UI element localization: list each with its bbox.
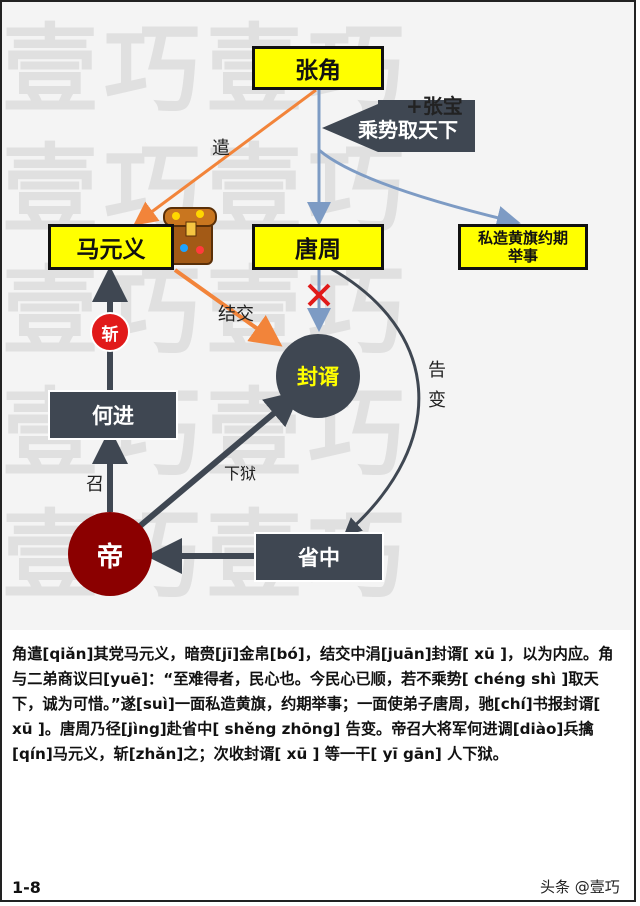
source-credit: 头条 @壹巧 bbox=[540, 878, 620, 896]
node-zhan: 斩 bbox=[90, 312, 130, 352]
edge-label-qian: 遣 bbox=[212, 138, 230, 159]
edge-label-jiejiao: 结交 bbox=[218, 304, 254, 325]
node-fengxu: 封谞 bbox=[276, 334, 360, 418]
banner-text: 乘势取天下 bbox=[358, 118, 458, 142]
node-hejin: 何进 bbox=[48, 390, 178, 440]
node-emperor: 帝 bbox=[68, 512, 152, 596]
treasure-chest-icon bbox=[163, 207, 217, 265]
cross-icon bbox=[307, 283, 331, 307]
node-private-flag: 私造黄旗约期举事 bbox=[458, 224, 588, 270]
arrow-zhangjiao-to-flag bbox=[318, 148, 521, 230]
node-shengzhong: 省中 bbox=[254, 532, 384, 582]
arrow-tangzhou-to-shengzhong bbox=[329, 266, 421, 537]
arrows-layer bbox=[92, 88, 521, 574]
arrow-emperor-to-fengxu bbox=[138, 390, 302, 529]
edge-label-zhao: 召 bbox=[86, 474, 104, 495]
body-text: 角遣[qiǎn]其党马元义，暗赍[jī]金帛[bó]，结交中涓[juān]封谞[… bbox=[12, 645, 614, 763]
edge-label-gaobian: 告变 bbox=[428, 360, 446, 411]
banner-arrow-shape bbox=[322, 100, 475, 152]
node-tangzhou: 唐周 bbox=[252, 224, 384, 270]
node-mayuanyi: 马元义 bbox=[48, 224, 174, 270]
page-number: 1-8 bbox=[12, 878, 41, 897]
banner-plus-label: +张宝 bbox=[406, 94, 463, 118]
arrow-zhangjiao-to-mayuanyi bbox=[133, 88, 317, 226]
arrow-mayuanyi-to-fengxu bbox=[173, 268, 283, 347]
edge-label-xiayu: 下狱 bbox=[224, 464, 257, 483]
node-zhangjiao: 张角 bbox=[252, 46, 384, 90]
